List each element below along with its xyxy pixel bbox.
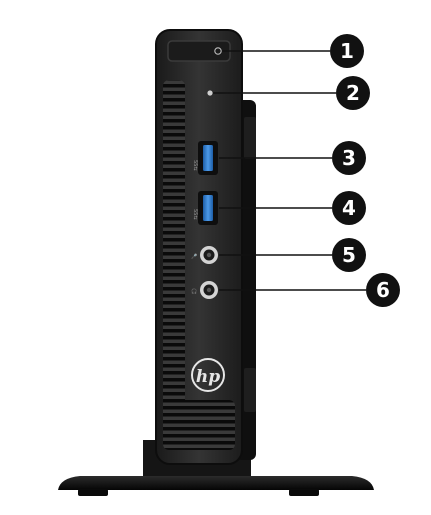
callout-6: 6 <box>366 273 400 307</box>
headset-icon: 🎤 <box>191 253 198 260</box>
headphone-icon: 🎧 <box>191 288 197 295</box>
callout-number: 4 <box>342 196 356 220</box>
callout-2: 2 <box>336 76 370 110</box>
callout-3: 3 <box>332 141 366 175</box>
hp-logo-text: hp <box>196 367 220 387</box>
usb-port-upper[interactable]: SS⇆ <box>192 141 218 175</box>
callout-number: 3 <box>342 146 356 170</box>
headphone-jack[interactable] <box>200 281 218 299</box>
microphone-jack[interactable] <box>200 246 218 264</box>
power-icon <box>214 47 222 55</box>
callout-1: 1 <box>330 34 364 68</box>
callout-number: 6 <box>376 278 390 302</box>
stand-foot-right <box>289 489 319 496</box>
leader-lines <box>213 50 366 291</box>
usb-symbol-icon: SS⇆ <box>192 209 198 220</box>
usb-port-insert <box>203 145 213 171</box>
stand-foot-left <box>78 489 108 496</box>
vent-grille-lower <box>163 400 235 450</box>
callout-number: 2 <box>346 81 360 105</box>
callout-5: 5 <box>332 238 366 272</box>
usb-port-insert <box>203 195 213 221</box>
callout-4: 4 <box>332 191 366 225</box>
side-clip-lower <box>244 368 256 412</box>
hp-logo: hp <box>191 358 225 392</box>
drive-activity-light <box>207 90 213 96</box>
vent-grille <box>163 80 185 448</box>
callout-number: 1 <box>340 39 354 63</box>
chassis <box>155 29 256 465</box>
usb-symbol-icon: SS⇆ <box>192 160 198 171</box>
side-clip-upper <box>244 117 256 159</box>
callout-number: 5 <box>342 243 356 267</box>
stand-base <box>58 476 374 490</box>
usb-port-lower[interactable]: SS⇆ <box>192 191 218 225</box>
